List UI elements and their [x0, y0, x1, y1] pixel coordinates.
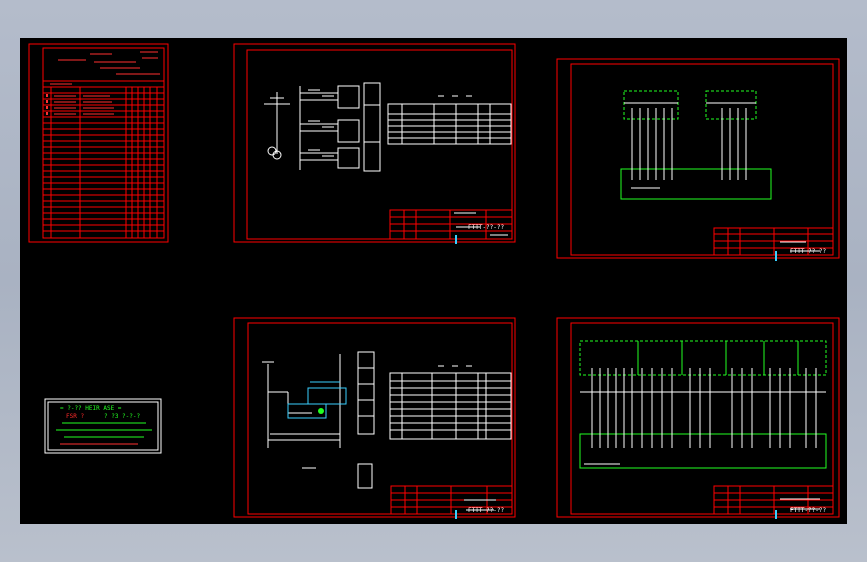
cad-drawing[interactable]	[20, 38, 847, 524]
legend-line2-right: ? ?3 ?-?-?	[104, 413, 141, 420]
sheet-2-drawing-no: FTTT-??-??	[468, 224, 505, 231]
sheet-index-table[interactable]	[28, 43, 169, 243]
sheet-control-schematic[interactable]	[233, 317, 516, 519]
legend-line2-left: FSR ?	[66, 413, 85, 420]
sheet-terminal-diagram-a[interactable]	[556, 58, 840, 261]
sheet-terminal-diagram-b[interactable]	[556, 317, 840, 519]
sheet-primary-schematic[interactable]	[233, 43, 516, 244]
legend-box[interactable]	[44, 398, 162, 454]
legend-title: = ?-?? HEIR ASE =	[60, 405, 122, 412]
sheet-4-drawing-no: FTTT-??-??	[468, 507, 505, 514]
cad-model-space[interactable]: = ?-?? HEIR ASE = FSR ? ? ?3 ?-?-? FTTT-…	[20, 38, 847, 524]
sheet-5-drawing-no: FTTT-??-??	[790, 507, 827, 514]
sheet-3-drawing-no: FTTT-??-??	[790, 248, 827, 255]
